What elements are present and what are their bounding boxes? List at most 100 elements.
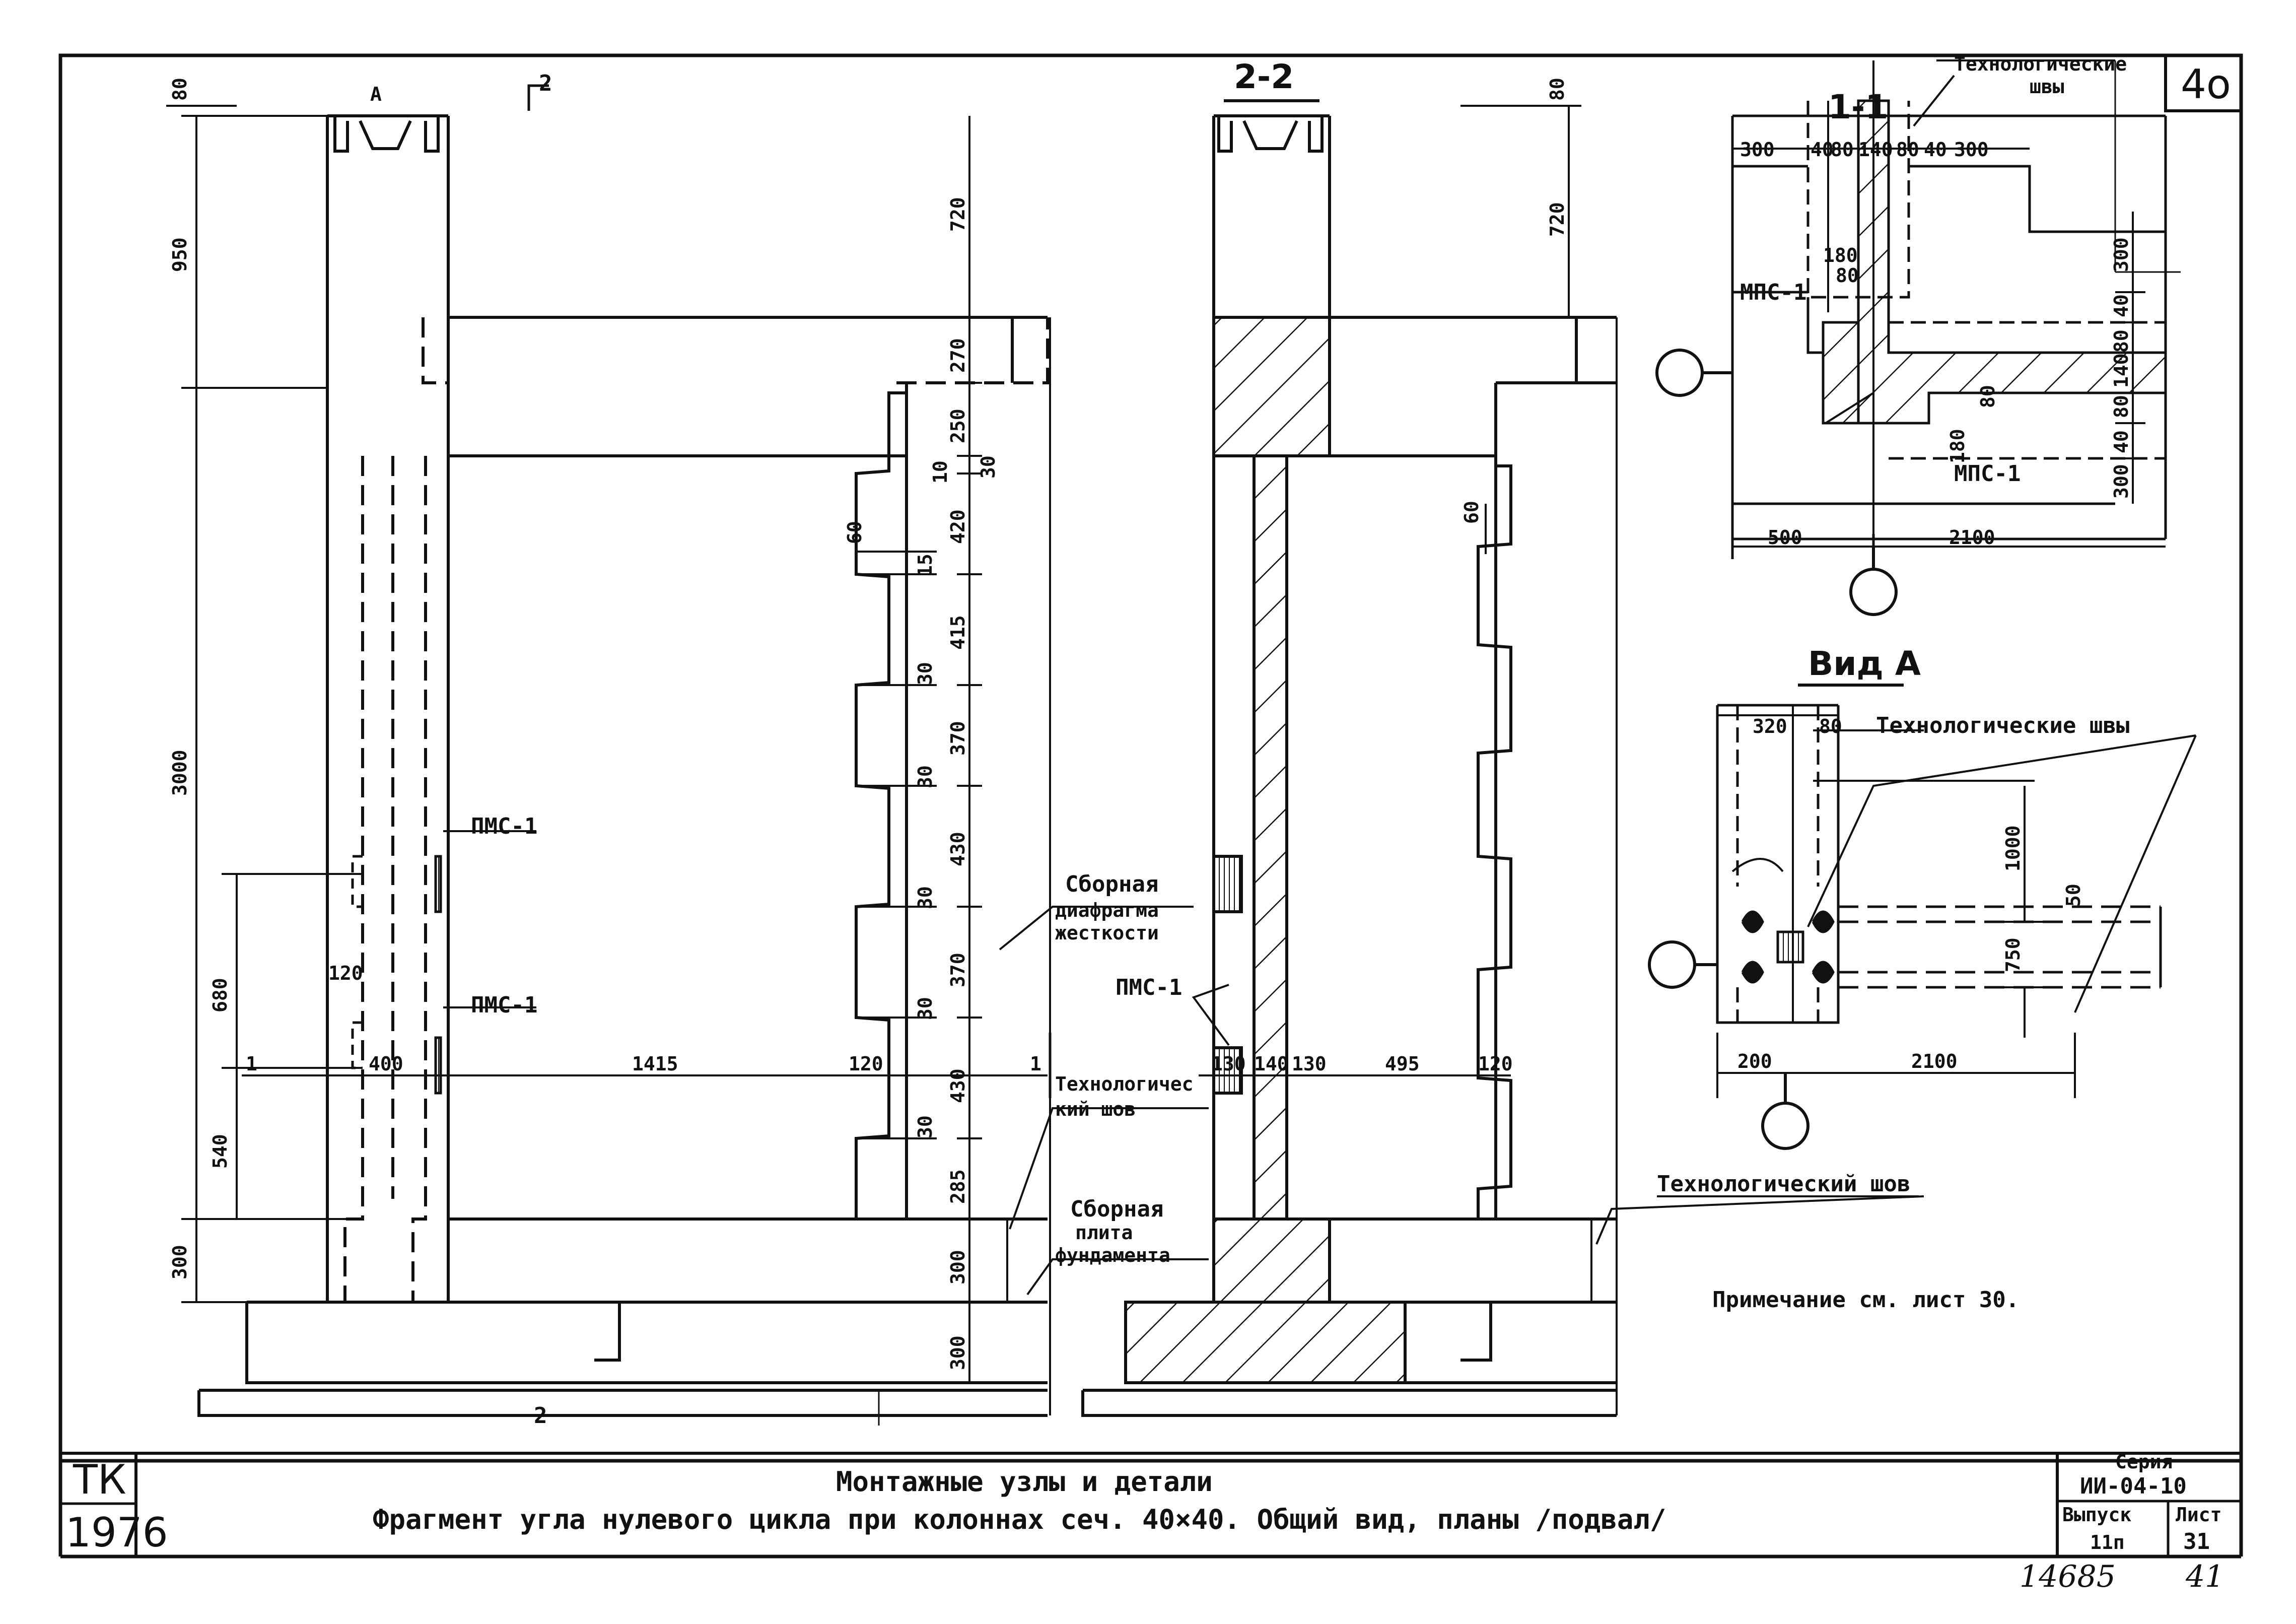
tb-year: 1976 (65, 1509, 168, 1556)
dim: 130 (1211, 1053, 1246, 1075)
dim: 300 (169, 1245, 191, 1279)
section-1-1 (1731, 99, 2167, 569)
label-tech-seam-right: Технологический шов (1657, 1171, 1910, 1197)
title-block: ТК 1976 Монтажные узлы и детали Фрагмент… (65, 1451, 2224, 1594)
dim: 300 (1954, 139, 1989, 161)
dim: 30 (914, 1115, 936, 1138)
dim: 400 (369, 1053, 403, 1075)
dim: 720 (947, 197, 969, 232)
dim: 370 (947, 721, 969, 756)
tb-sheet-value: 31 (2183, 1529, 2210, 1554)
dim: 420 (947, 509, 969, 544)
center-labels: Сборная диафрагма жесткости Технологичес… (1055, 871, 1194, 1266)
dim: 15 (914, 554, 936, 577)
dim: 950 (169, 237, 191, 272)
left-elevation-texts: 2 2 A 1 1 ПМС-1 ПМС-1 (246, 71, 1041, 1429)
dim-lines-22 (1199, 99, 1581, 1076)
dim: 270 (947, 338, 969, 373)
dim: 80 (1546, 78, 1568, 101)
dim: 30 (914, 997, 936, 1020)
dim: 30 (914, 765, 936, 788)
label-mps-upper: МПС-1 (1740, 280, 1806, 305)
dim: 2100 (1911, 1050, 1958, 1072)
axis-circle-a-left (1648, 940, 1696, 989)
dim: 130 (1292, 1053, 1327, 1075)
tb-sheet-label: Лист (2176, 1504, 2222, 1526)
tb-org: ТК (73, 1456, 126, 1503)
dim: 40 (2110, 294, 2132, 317)
tb-title-2: Фрагмент угла нулевого цикла при колонна… (373, 1504, 1666, 1535)
dim: 140 (1254, 1053, 1289, 1075)
dim: 40 (2110, 430, 2132, 453)
dim: 300 (2110, 237, 2132, 272)
dim: 320 (1753, 715, 1787, 737)
label-tech-seams-a: Технологические швы (1876, 713, 2129, 738)
section-mark-2-top: 2 (539, 71, 552, 96)
dim: 80 (1896, 139, 1919, 161)
view-a (1716, 704, 2162, 1024)
tb-issue-label: Выпуск (2062, 1504, 2131, 1526)
section-mark-1-left: 1 (246, 1053, 257, 1075)
dim: 300 (947, 1250, 969, 1284)
label-diaphragm-3: жесткости (1055, 922, 1159, 944)
dim-lines-left (166, 84, 1052, 1383)
tb-title-1: Монтажные узлы и детали (836, 1466, 1213, 1498)
dim: 140 (1858, 139, 1893, 161)
dim: 30 (914, 662, 936, 685)
dim: 300 (947, 1335, 969, 1370)
dim: 250 (947, 409, 969, 443)
dim: 500 (1768, 526, 1802, 549)
dim: 750 (2002, 937, 2024, 972)
label-tech-seams-11-1: Технологические (1954, 53, 2127, 75)
dim: 1000 (2002, 825, 2024, 871)
dim: 2100 (1949, 526, 1995, 549)
label-mps-lower: МПС-1 (1954, 461, 2021, 487)
dim: 120 (328, 962, 363, 984)
label-slab-3: фундамента (1055, 1244, 1170, 1266)
dim: 430 (947, 1068, 969, 1103)
sheet-mark: 4о (2181, 61, 2231, 108)
tb-issue-value: 11п (2090, 1531, 2125, 1553)
plinth-elements (351, 855, 442, 1095)
title-view-a: Вид А (1808, 644, 1921, 683)
sheet-frame (58, 53, 2243, 1559)
dim: 80 (1977, 385, 1999, 408)
label-slab-2: плита (1075, 1222, 1133, 1244)
axis-markers (1648, 349, 1898, 1150)
dim: 720 (1546, 202, 1568, 237)
dim: 680 (209, 978, 231, 1012)
dim: 415 (947, 615, 969, 650)
elevation-general-view (197, 114, 1051, 1426)
dim: 540 (209, 1134, 231, 1169)
dim: 80 (1836, 264, 1859, 287)
note: Примечание см. лист 30. (1712, 1287, 2019, 1313)
label-tech-seams-11-2: швы (2030, 76, 2064, 98)
dim-lines-a (1716, 714, 2197, 1098)
dim: 140 (2110, 353, 2132, 388)
dim: 430 (947, 832, 969, 866)
title-section-2-2: 2-2 (1234, 57, 1294, 96)
dim: 80 (2110, 329, 2132, 353)
dim: 30 (914, 886, 936, 909)
dim: 40 (1924, 139, 1947, 161)
dim: 180 (1823, 244, 1858, 266)
dim: 80 (2110, 395, 2132, 418)
label-pms-top: ПМС-1 (471, 814, 537, 839)
section-2-2-texts: 2-2 80 720 60 130 140 130 495 120 (1211, 57, 1568, 1075)
tb-series-value: ИИ-04-10 (2080, 1473, 2187, 1499)
dim: 495 (1385, 1053, 1420, 1075)
dim: 180 (1946, 429, 1969, 463)
dim: 80 (169, 78, 191, 101)
tb-archive-no: 14685 (2020, 1559, 2116, 1594)
label-pms-bottom: ПМС-1 (471, 992, 537, 1018)
label-diaphragm-2: диафрагма (1055, 899, 1159, 921)
section-1-1-texts: 1-1 Технологические швы 4о 300 40 80 140… (1740, 53, 2231, 549)
dim: 80 (1819, 715, 1842, 737)
dim: 3000 (169, 750, 191, 796)
dim: 120 (1478, 1053, 1513, 1075)
axis-circle-11-left (1655, 349, 1704, 397)
label-slab-1: Сборная (1070, 1196, 1163, 1222)
dim: 60 (844, 521, 866, 544)
label-seam-1: Технологичес (1055, 1073, 1194, 1095)
